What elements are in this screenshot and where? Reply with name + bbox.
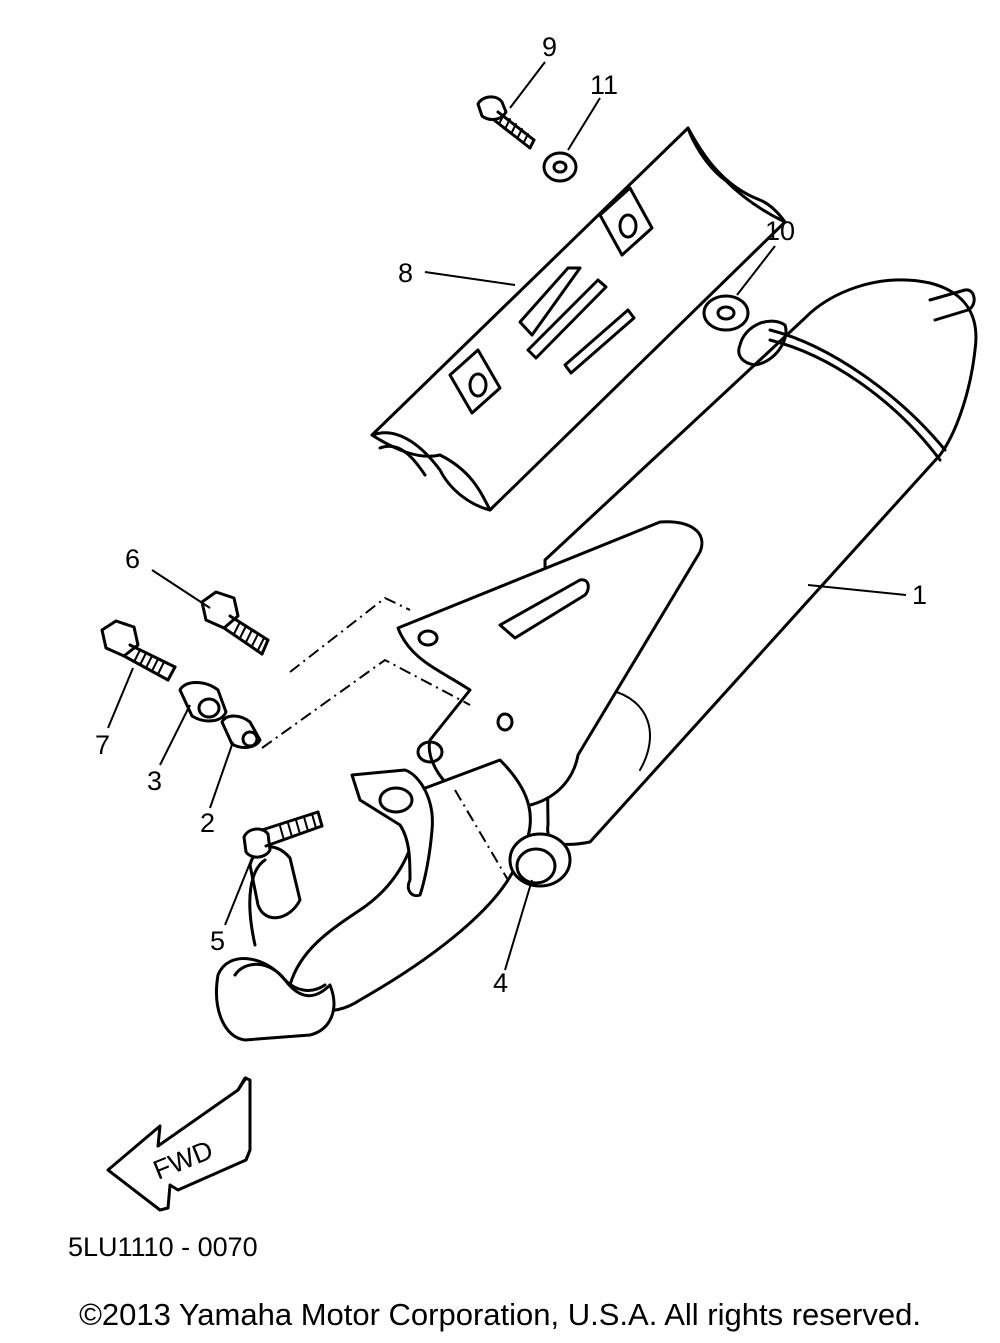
- diagram-code: 5LU1110 - 0070: [68, 1232, 258, 1262]
- muffler: [543, 278, 978, 846]
- leader-8: [424, 271, 516, 286]
- leader-9: [509, 61, 546, 109]
- heat-protector: [370, 126, 787, 512]
- washer-11: [542, 151, 578, 183]
- callout-10: 10: [765, 216, 795, 246]
- assembly-line-4: [454, 789, 509, 881]
- callout-6: 6: [125, 544, 140, 574]
- damper-2: [220, 714, 262, 749]
- callout-3: 3: [147, 766, 162, 796]
- leader-7: [107, 667, 134, 729]
- bolt-7: [100, 619, 177, 682]
- leader-2: [209, 741, 234, 809]
- callout-11: 11: [590, 70, 618, 100]
- bolt-6: [200, 590, 270, 656]
- leader-5: [224, 857, 253, 926]
- washer-10: [702, 294, 750, 332]
- bolt-9: [476, 95, 536, 150]
- copyright-notice: ©2013 Yamaha Motor Corporation, U.S.A. A…: [79, 1297, 921, 1332]
- assembly-line-2: [261, 658, 471, 749]
- callout-1: 1: [912, 580, 927, 610]
- forward-arrow: FWD: [106, 1076, 252, 1212]
- leader-6: [151, 569, 211, 609]
- callout-5: 5: [210, 926, 225, 956]
- assembly-line-6: [289, 596, 411, 673]
- leader-1: [807, 584, 907, 596]
- collar-3: [178, 681, 228, 723]
- callout-8: 8: [398, 258, 413, 288]
- exhaust-pipe: [215, 520, 704, 1042]
- bolt-5: [242, 810, 324, 859]
- callout-7: 7: [95, 730, 110, 760]
- leader-4: [504, 879, 533, 971]
- callout-2: 2: [200, 808, 215, 838]
- gasket-4: [508, 832, 572, 888]
- leader-10: [736, 245, 776, 296]
- leader-11: [567, 97, 601, 151]
- leader-3: [159, 704, 191, 766]
- callout-9: 9: [542, 32, 557, 62]
- callout-4: 4: [493, 968, 508, 998]
